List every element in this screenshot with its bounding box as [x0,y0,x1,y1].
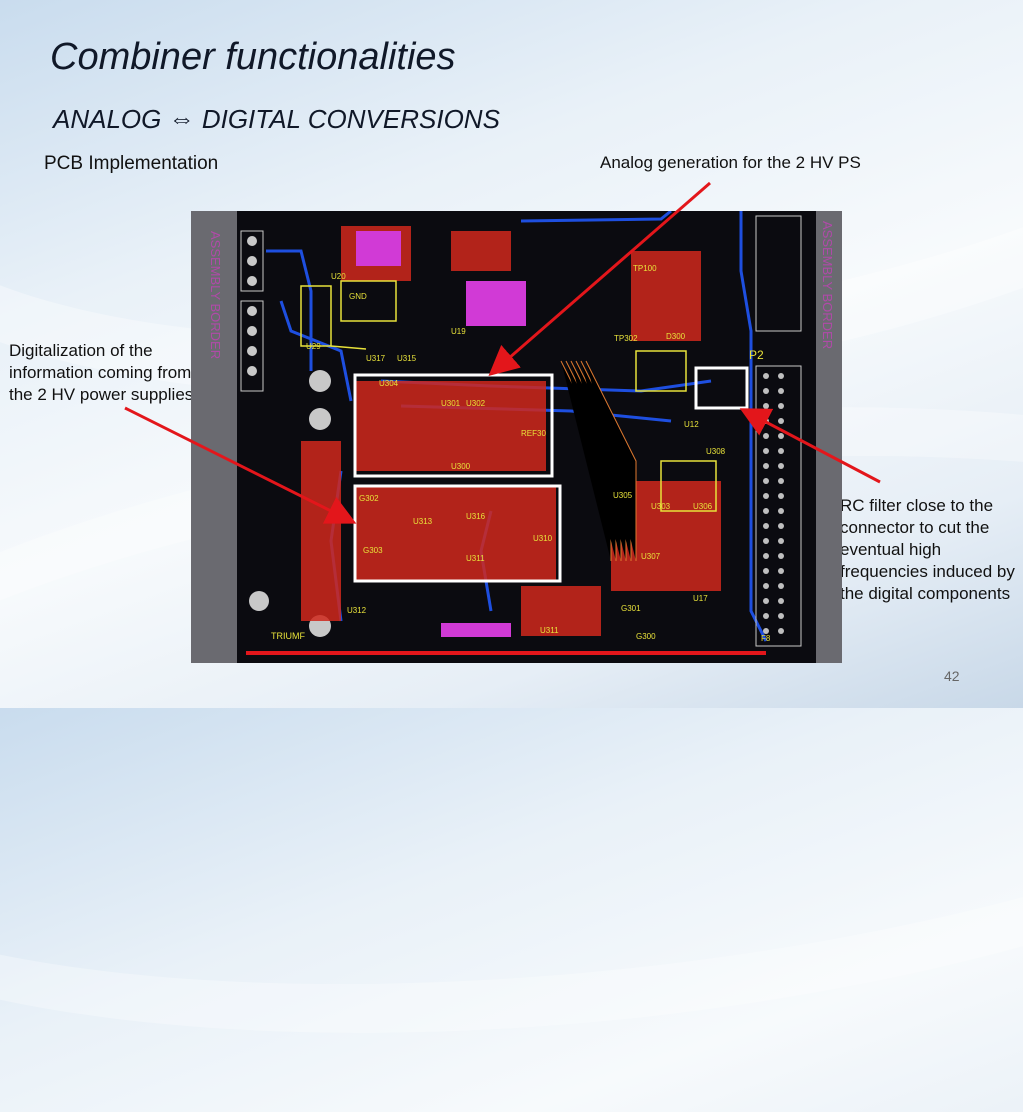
label-triumf: TRIUMF [271,631,305,641]
highlight-digitalization [353,484,562,583]
pcb-image: ASSEMBLY BORDER ASSEMBLY BORDER [191,211,842,663]
label-u300: U300 [451,462,471,471]
label-u19: U19 [451,327,466,336]
rc-filter-label: RC filter close to the connector to cut … [840,496,1015,603]
highlight-rc-filter [694,366,749,410]
label-u303: U303 [651,502,671,511]
label-u304: U304 [379,379,399,388]
p2-connector-pins [763,373,784,634]
bottom-trace [246,651,766,655]
label-u307: U307 [641,552,661,561]
label-u316: U316 [466,512,486,521]
analog-generation-label: Analog generation for the 2 HV PS [600,153,861,172]
highlight-analog-generation [353,373,554,478]
assembly-border-left: ASSEMBLY BORDER [208,231,223,359]
label-u306: U306 [693,502,713,511]
label-u311-a: U311 [466,554,485,563]
digitalization-label: Digitalization of the information coming… [9,341,194,404]
label-gnd: GND [349,292,367,301]
label-u317: U317 [366,354,386,363]
label-tp302: TP302 [614,334,638,343]
label-tp100: TP100 [633,264,657,273]
p2-connector [755,215,802,647]
pcb-implementation-label: PCB Implementation [44,153,219,174]
label-u310: U310 [533,534,553,543]
label-u312: U312 [347,606,367,615]
label-g300: G300 [636,632,656,641]
label-u308: U308 [706,447,726,456]
label-u315: U315 [397,354,417,363]
label-u17: U17 [693,594,708,603]
label-g302: G302 [359,494,379,503]
label-u29: U29 [306,342,321,351]
slide-title: Combiner functionalities [50,36,456,78]
label-p2: P2 [749,348,764,362]
label-ref30: REF30 [521,429,546,438]
label-u20: U20 [331,272,346,281]
label-u305: U305 [613,491,633,500]
label-g303: G303 [363,546,383,555]
label-u302: U302 [466,399,486,408]
page-number: 42 [944,668,960,684]
label-g301: G301 [621,604,641,613]
pcb-layout-drawing: ASSEMBLY BORDER ASSEMBLY BORDER [191,211,842,663]
label-u311-b: U311 [540,626,559,635]
label-u313: U313 [413,517,433,526]
label-f8: F8 [761,634,771,643]
routing-bus [560,360,637,561]
label-u12: U12 [684,420,699,429]
label-d300: D300 [666,332,686,341]
assembly-border-right: ASSEMBLY BORDER [820,221,835,349]
label-u301: U301 [441,399,461,408]
slide-subtitle: ANALOG ⇔ DIGITAL CONVERSIONS [53,104,500,134]
